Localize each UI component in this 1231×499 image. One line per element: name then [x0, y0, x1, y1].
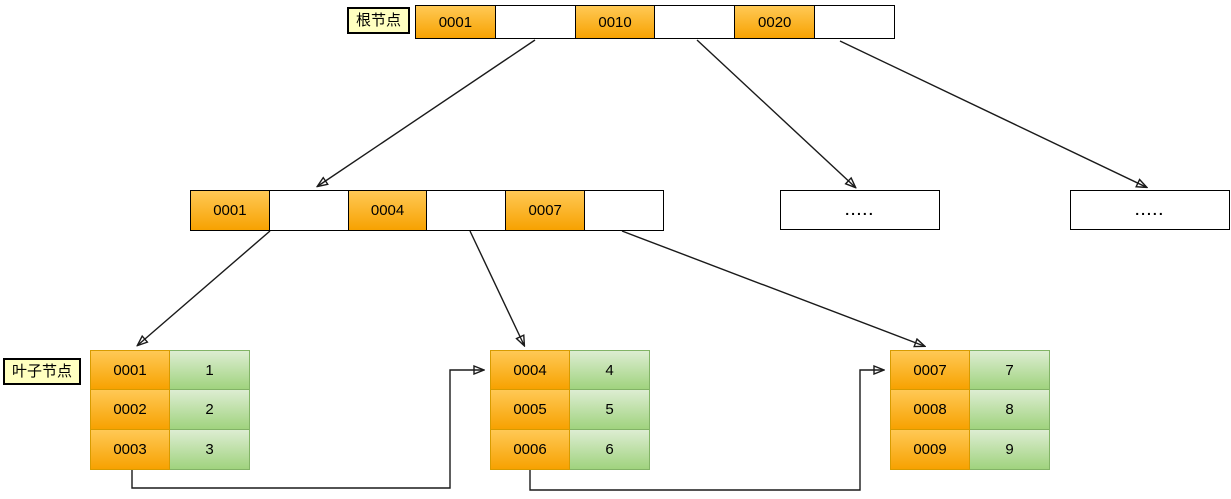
edge-internal-to-leaf-1 [138, 230, 271, 345]
leaf-value-cell: 9 [970, 430, 1050, 470]
leaf-row: 0009 9 [890, 430, 1050, 470]
leaf-key-cell: 0007 [890, 350, 970, 390]
leaf-key-cell: 0005 [490, 390, 570, 430]
leaf-value-cell: 5 [570, 390, 650, 430]
root-pointer-cell [655, 6, 736, 38]
edge-root-to-placeholder-1 [696, 39, 855, 187]
leaf-value-cell: 7 [970, 350, 1050, 390]
root-key-cell: 0001 [416, 6, 496, 38]
leaf-row: 0003 3 [90, 430, 250, 470]
root-node-label: 根节点 [347, 7, 411, 34]
internal-pointer-cell [585, 191, 663, 230]
internal-pointer-cell [269, 191, 349, 230]
leaf-node-1: 0001 1 0002 2 0003 3 [90, 350, 250, 470]
leaf-key-cell: 0003 [90, 430, 170, 470]
root-pointer-cell [815, 6, 894, 38]
leaf-key-cell: 0004 [490, 350, 570, 390]
internal-node: 0001 0004 0007 [190, 190, 664, 231]
leaf-value-cell: 1 [170, 350, 250, 390]
leaf-key-cell: 0008 [890, 390, 970, 430]
leaf-value-cell: 2 [170, 390, 250, 430]
edge-root-to-placeholder-2 [839, 40, 1146, 187]
edge-internal-to-leaf-2 [469, 230, 524, 345]
placeholder-node-2: ..... [1070, 190, 1230, 230]
leaf-value-cell: 4 [570, 350, 650, 390]
edge-root-to-internal-node [318, 39, 536, 186]
leaf-key-cell: 0001 [90, 350, 170, 390]
leaf-row: 0001 1 [90, 350, 250, 390]
leaf-row: 0006 6 [490, 430, 650, 470]
internal-pointer-cell [427, 191, 507, 230]
leaf-key-cell: 0009 [890, 430, 970, 470]
leaf-row: 0002 2 [90, 390, 250, 430]
placeholder-node-1: ..... [780, 190, 940, 230]
leaf-row: 0005 5 [490, 390, 650, 430]
internal-key-cell: 0004 [348, 191, 428, 230]
leaf-value-cell: 8 [970, 390, 1050, 430]
root-key-cell: 0020 [735, 6, 816, 38]
root-pointer-cell [495, 6, 576, 38]
leaf-row: 0007 7 [890, 350, 1050, 390]
leaf-key-cell: 0006 [490, 430, 570, 470]
leaf-node-2: 0004 4 0005 5 0006 6 [490, 350, 650, 470]
root-key-cell: 0010 [575, 6, 656, 38]
leaf-key-cell: 0002 [90, 390, 170, 430]
leaf-node-3: 0007 7 0008 8 0009 9 [890, 350, 1050, 470]
internal-key-cell: 0007 [506, 191, 586, 230]
edge-internal-to-leaf-3 [621, 230, 924, 346]
leaf-value-cell: 6 [570, 430, 650, 470]
leaf-value-cell: 3 [170, 430, 250, 470]
leaf-node-label: 叶子节点 [3, 358, 82, 385]
root-node: 0001 0010 0020 [415, 5, 895, 39]
internal-key-cell: 0001 [191, 191, 270, 230]
leaf-row: 0008 8 [890, 390, 1050, 430]
leaf-row: 0004 4 [490, 350, 650, 390]
